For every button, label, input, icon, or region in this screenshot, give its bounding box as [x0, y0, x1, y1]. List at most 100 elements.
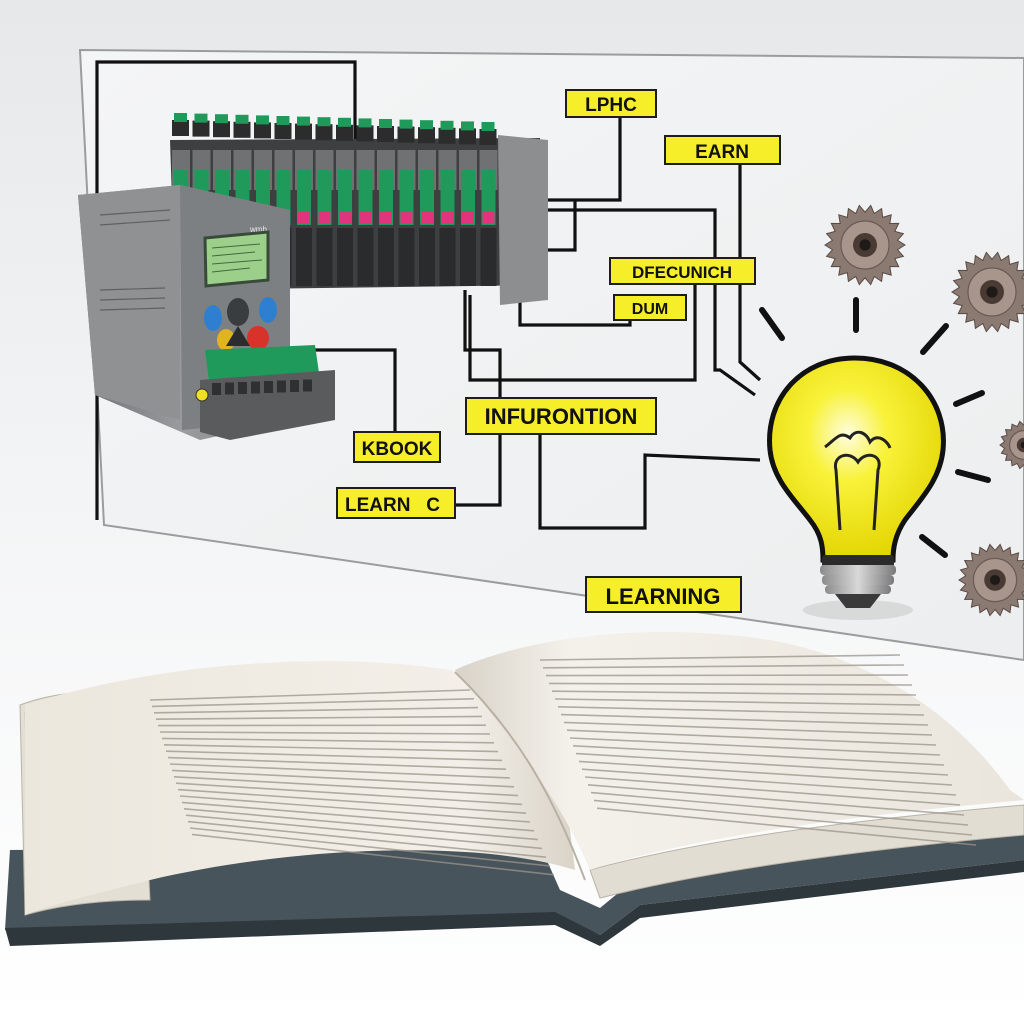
label-infurontion: INFURONTION [465, 397, 657, 435]
page-text-line [569, 737, 941, 756]
label-learn-c-text: LEARN C [345, 495, 440, 516]
label-dfecunich: DFECUNICH [609, 257, 756, 285]
page-text-line [590, 791, 969, 826]
label-lphc: LPHC [565, 89, 657, 118]
book-right-pages-edge [589, 804, 1024, 899]
page-text-line [153, 706, 479, 714]
page-text-line [596, 807, 977, 846]
page-text-line [161, 737, 495, 744]
label-learning-text: LEARNING [606, 584, 721, 609]
gear-icon [958, 543, 1024, 617]
page-text-line [173, 776, 519, 797]
page-text-line [159, 731, 491, 735]
wire-dfecunich [540, 208, 756, 397]
page-text-line [155, 715, 483, 720]
terminal-screw [277, 380, 286, 393]
page-text-line [542, 664, 905, 669]
label-earn: EARN [664, 135, 781, 165]
gear-icon [824, 204, 906, 286]
page-text-line [165, 750, 503, 762]
gear-icon [999, 420, 1024, 470]
page-text-line [554, 698, 921, 706]
io-module [459, 121, 477, 286]
page-text-line [175, 782, 523, 806]
terminal-screw [225, 382, 234, 395]
book-spine-fold [454, 671, 586, 881]
terminal-screw [290, 380, 299, 392]
page-text-line [179, 795, 531, 823]
wire-earn [738, 165, 762, 382]
device-side [78, 185, 180, 420]
page-text-line [548, 682, 913, 686]
page-text-line [560, 713, 929, 726]
wire-infurontion [468, 285, 697, 382]
page-text-line [189, 827, 551, 867]
page-text-line [584, 776, 961, 806]
label-infurontion-text: INFURONTION [485, 404, 638, 429]
rack-endcap [498, 135, 548, 305]
keypad-button [204, 305, 222, 331]
page-text-line [593, 799, 973, 836]
keypad-button [259, 297, 277, 323]
page-text-line [187, 820, 547, 858]
terminal-screw [251, 381, 260, 394]
label-dfecunich-text: DFECUNICH [632, 263, 732, 282]
label-dum: DUM [613, 294, 687, 321]
page-text-line [581, 768, 957, 796]
label-dum-text: DUM [632, 301, 668, 318]
keypad-triangle [226, 326, 250, 346]
bulb-rays [759, 297, 991, 558]
wire-learn [400, 290, 502, 507]
page-text-line [167, 756, 507, 770]
io-module [438, 120, 457, 286]
page-text-line [149, 689, 471, 701]
page-text-line [557, 706, 925, 716]
page-text-line [169, 763, 511, 779]
device-screen [203, 230, 270, 288]
page-text-line [578, 760, 953, 786]
bulb-neck [822, 555, 894, 567]
light-bulb-icon [759, 297, 991, 620]
io-module [336, 117, 354, 286]
io-module [479, 122, 498, 286]
bulb-shadow [803, 600, 913, 620]
page-text-line [551, 690, 917, 696]
device-brand: wmb [249, 225, 267, 234]
io-module [418, 120, 436, 286]
page-text-line [545, 674, 909, 677]
page-text-line [177, 788, 527, 814]
book-cover-edge [5, 860, 1024, 946]
label-learn-c: LEARN C [336, 487, 456, 519]
io-module [397, 119, 416, 286]
io-module [356, 118, 375, 286]
open-book-icon [5, 631, 1024, 946]
page-text-line [171, 769, 515, 788]
io-module [315, 117, 334, 286]
indicator-light [195, 388, 209, 402]
keypad-button [227, 298, 249, 326]
wire-kbook [310, 348, 397, 450]
plc-controller-icon: wmb [78, 185, 335, 440]
page-text-line [566, 729, 937, 746]
gear-icon [951, 251, 1024, 333]
page-text-line [539, 654, 901, 661]
page-text-line [587, 784, 965, 816]
keypad-button [247, 326, 269, 350]
page-text-line [181, 801, 535, 832]
page-text-line [572, 745, 945, 766]
page-text-line [191, 833, 555, 876]
label-learning: LEARNING [585, 576, 742, 613]
page-text-line [563, 721, 933, 736]
terminal-screw [238, 382, 247, 394]
label-lphc-text: LPHC [585, 95, 637, 116]
terminal-screw [303, 379, 312, 392]
page-text-line [151, 698, 475, 708]
bulb-socket [820, 565, 896, 608]
wire-lphc-branch [540, 200, 577, 252]
terminal-screw [264, 381, 273, 393]
label-kbook: KBOOK [353, 431, 441, 463]
label-kbook-text: KBOOK [362, 439, 433, 460]
label-earn-text: EARN [695, 142, 749, 163]
wire-bulb [538, 420, 761, 530]
